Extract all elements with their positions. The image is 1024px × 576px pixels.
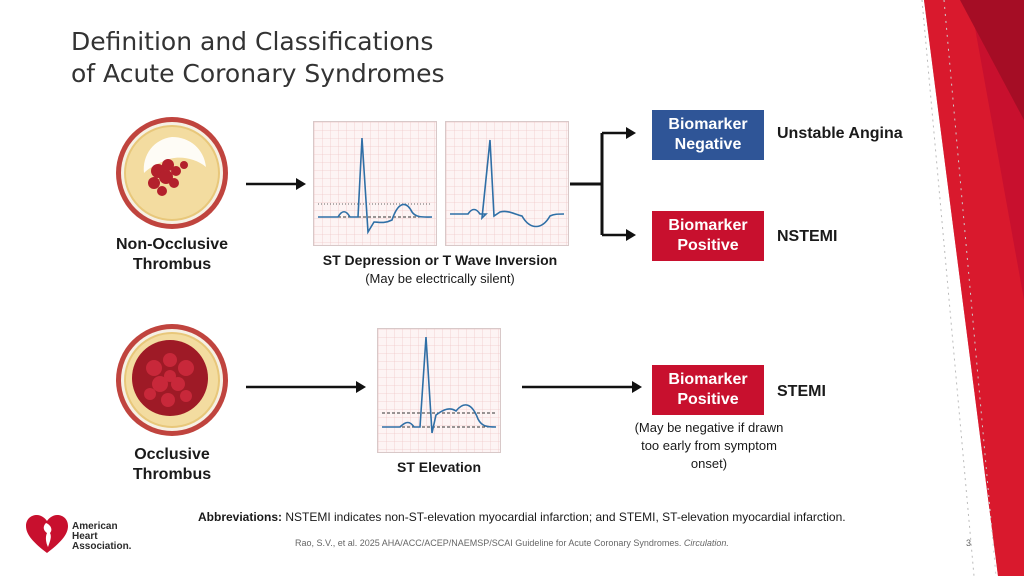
outcome-stemi: STEMI: [777, 383, 826, 400]
arrow-to-ecg-top: [246, 178, 306, 190]
ecg-t-wave-inversion-icon: [445, 121, 569, 246]
abbreviations-label: Abbreviations:: [198, 510, 283, 524]
ecg-bottom-label: ST Elevation: [396, 459, 482, 475]
title-line-2: of Acute Coronary Syndromes: [71, 59, 445, 88]
title-line-1: Definition and Classifications: [71, 27, 434, 56]
biomarker-negative-box: Biomarker Negative: [652, 110, 764, 160]
ecg-st-depression-icon: [313, 121, 437, 246]
page-title: Definition and Classifications of Acute …: [71, 26, 445, 90]
branch-connector: [570, 127, 636, 241]
abbreviations-note: Abbreviations: NSTEMI indicates non-ST-e…: [198, 510, 846, 524]
non-occlusive-label: Non-Occlusive Thrombus: [115, 236, 229, 273]
page-number: 3: [966, 538, 972, 548]
stemi-note: (May be negative if drawn too early from…: [634, 420, 784, 471]
ecg-top-label: ST Depression or T Wave Inversion: [322, 252, 558, 268]
aha-logo-text: American Heart Association.: [72, 521, 132, 552]
abbreviations-text: NSTEMI indicates non-ST-elevation myocar…: [282, 510, 846, 524]
outcome-nstemi: NSTEMI: [777, 228, 838, 245]
non-occlusive-vessel-icon: [116, 117, 228, 229]
arrow-to-ecg-bottom: [246, 381, 366, 393]
occlusive-vessel-icon: [116, 324, 228, 436]
ecg-st-elevation-icon: [377, 328, 501, 453]
arrow-to-biomarker-bottom: [522, 381, 642, 393]
heart-torch-icon: [26, 515, 68, 553]
ecg-top-sublabel: (May be electrically silent): [365, 271, 515, 286]
biomarker-positive-box-top: Biomarker Positive: [652, 211, 764, 261]
citation: Rao, S.V., et al. 2025 AHA/ACC/ACEP/NAEM…: [295, 538, 729, 548]
occlusive-label: Occlusive Thrombus: [132, 446, 212, 483]
biomarker-positive-box-bottom: Biomarker Positive: [652, 365, 764, 415]
outcome-unstable-angina: Unstable Angina: [777, 125, 903, 142]
corner-ribbon: [921, 0, 1024, 576]
